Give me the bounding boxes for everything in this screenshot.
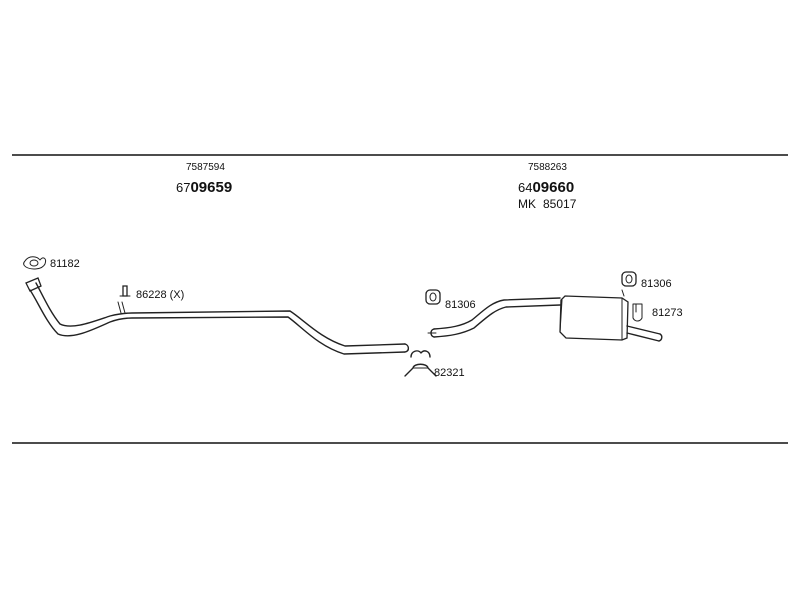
- rear-part-prefix: 64: [518, 180, 532, 195]
- rear-ref-number: 7588263: [528, 162, 567, 173]
- front-pipe: [25, 277, 410, 355]
- rear-muffler: [559, 295, 663, 342]
- front-part-main: 09659: [190, 179, 232, 196]
- rear-kit-value: 85017: [543, 197, 577, 211]
- rear-part-main: 09660: [532, 179, 574, 196]
- bracket-label: 86228 (X): [136, 289, 184, 301]
- rear-kit-number: MK 85017: [518, 197, 577, 211]
- front-ref-number: 7587594: [186, 162, 225, 173]
- clamp-icon: [404, 350, 437, 377]
- hanger-left-label: 81306: [445, 299, 476, 311]
- bracket-icon: [119, 285, 131, 297]
- rear-rubber-label: 81273: [652, 307, 683, 319]
- hanger-left-icon: [425, 289, 441, 305]
- rear-part-number: 6409660: [518, 179, 574, 196]
- clamp-label: 82321: [434, 367, 465, 379]
- rear-rubber-icon: [632, 303, 643, 322]
- rear-pipe: [427, 297, 561, 338]
- front-part-number: 6709659: [176, 179, 232, 196]
- rear-kit-label: MK: [518, 197, 536, 211]
- hanger-right-icon: [621, 271, 637, 297]
- gasket-icon: [23, 256, 46, 270]
- gasket-label: 81182: [50, 258, 80, 270]
- front-part-prefix: 67: [176, 180, 190, 195]
- hanger-right-label: 81306: [641, 278, 672, 290]
